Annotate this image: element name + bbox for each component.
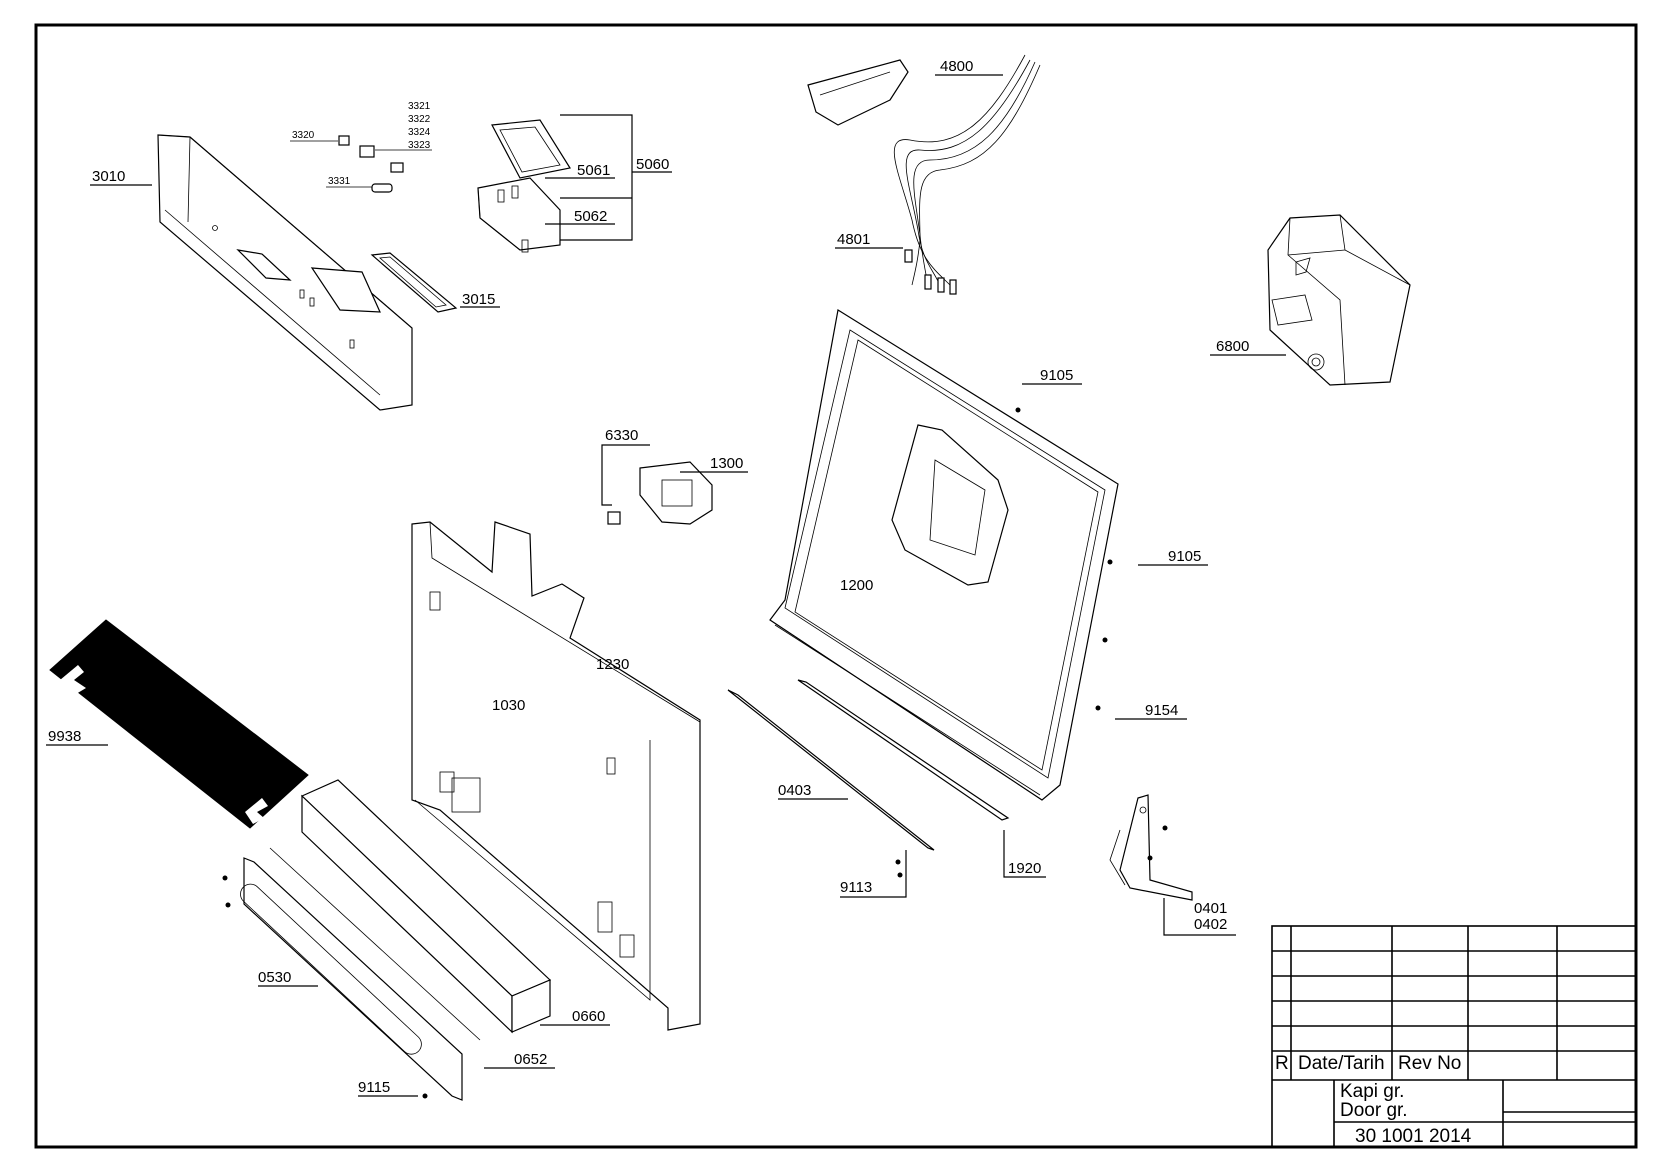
label-9154: 9154 bbox=[1145, 702, 1178, 719]
insulation-sheet-9938 bbox=[49, 619, 309, 829]
label-3320: 3320 bbox=[292, 130, 315, 141]
label-5061: 5061 bbox=[577, 162, 610, 179]
label-9105-right: 9105 bbox=[1168, 548, 1201, 565]
display-window-3015 bbox=[370, 252, 458, 313]
label-9105-top: 9105 bbox=[1040, 367, 1073, 384]
label-6330: 6330 bbox=[605, 427, 638, 444]
label-5062: 5062 bbox=[574, 208, 607, 225]
electronic-module-5060 bbox=[477, 119, 571, 253]
title-block-drawing-number: 30 1001 2014 bbox=[1355, 1126, 1472, 1147]
label-0401: 0401 bbox=[1194, 900, 1227, 917]
buttons-3320-3331 bbox=[290, 135, 432, 193]
door-lock-1300 bbox=[607, 461, 713, 525]
drawing-frame bbox=[34, 23, 1638, 1149]
label-3323: 3323 bbox=[408, 140, 431, 151]
label-3321: 3321 bbox=[408, 101, 431, 112]
label-1200: 1200 bbox=[840, 577, 873, 594]
label-3322: 3322 bbox=[408, 114, 431, 125]
title-block-name-tr: Kapi gr. bbox=[1340, 1081, 1404, 1102]
label-0660: 0660 bbox=[572, 1008, 605, 1025]
label-0402: 0402 bbox=[1194, 916, 1227, 933]
title-block-revision-letter: R bbox=[1275, 1053, 1289, 1074]
title-block-rev-no-header: Rev No bbox=[1398, 1053, 1461, 1074]
label-4801: 4801 bbox=[837, 231, 870, 248]
door-hinge-0401 bbox=[1109, 794, 1193, 901]
handle-0530 bbox=[240, 847, 481, 1101]
label-1030: 1030 bbox=[492, 697, 525, 714]
title-block-date-header: Date/Tarih bbox=[1298, 1053, 1385, 1074]
label-0530: 0530 bbox=[258, 969, 291, 986]
label-6800: 6800 bbox=[1216, 338, 1249, 355]
label-9938: 9938 bbox=[48, 728, 81, 745]
label-4800: 4800 bbox=[940, 58, 973, 75]
control-panel-3010 bbox=[157, 134, 413, 411]
title-block bbox=[1271, 925, 1637, 1148]
label-1920: 1920 bbox=[1008, 860, 1041, 877]
label-1230: 1230 bbox=[596, 656, 629, 673]
label-3331: 3331 bbox=[328, 176, 351, 187]
inner-door-1200 bbox=[769, 309, 1119, 801]
cable-harness-4800 bbox=[807, 54, 1041, 295]
label-3015: 3015 bbox=[462, 291, 495, 308]
detergent-dispenser-6800 bbox=[1267, 214, 1411, 386]
label-1300: 1300 bbox=[710, 455, 743, 472]
title-block-name-en: Door gr. bbox=[1340, 1100, 1408, 1121]
label-3010: 3010 bbox=[92, 168, 125, 185]
label-0403: 0403 bbox=[778, 782, 811, 799]
foam-block-0660 bbox=[300, 779, 552, 1034]
label-9115: 9115 bbox=[358, 1079, 390, 1096]
bottom-seal-1920 bbox=[797, 679, 1010, 821]
label-5060: 5060 bbox=[636, 156, 669, 173]
bottom-strip-0403 bbox=[727, 689, 935, 851]
label-9113: 9113 bbox=[840, 879, 872, 896]
label-3324: 3324 bbox=[408, 127, 431, 138]
label-0652: 0652 bbox=[514, 1051, 547, 1068]
outer-door-panel-1030 bbox=[411, 521, 701, 1031]
